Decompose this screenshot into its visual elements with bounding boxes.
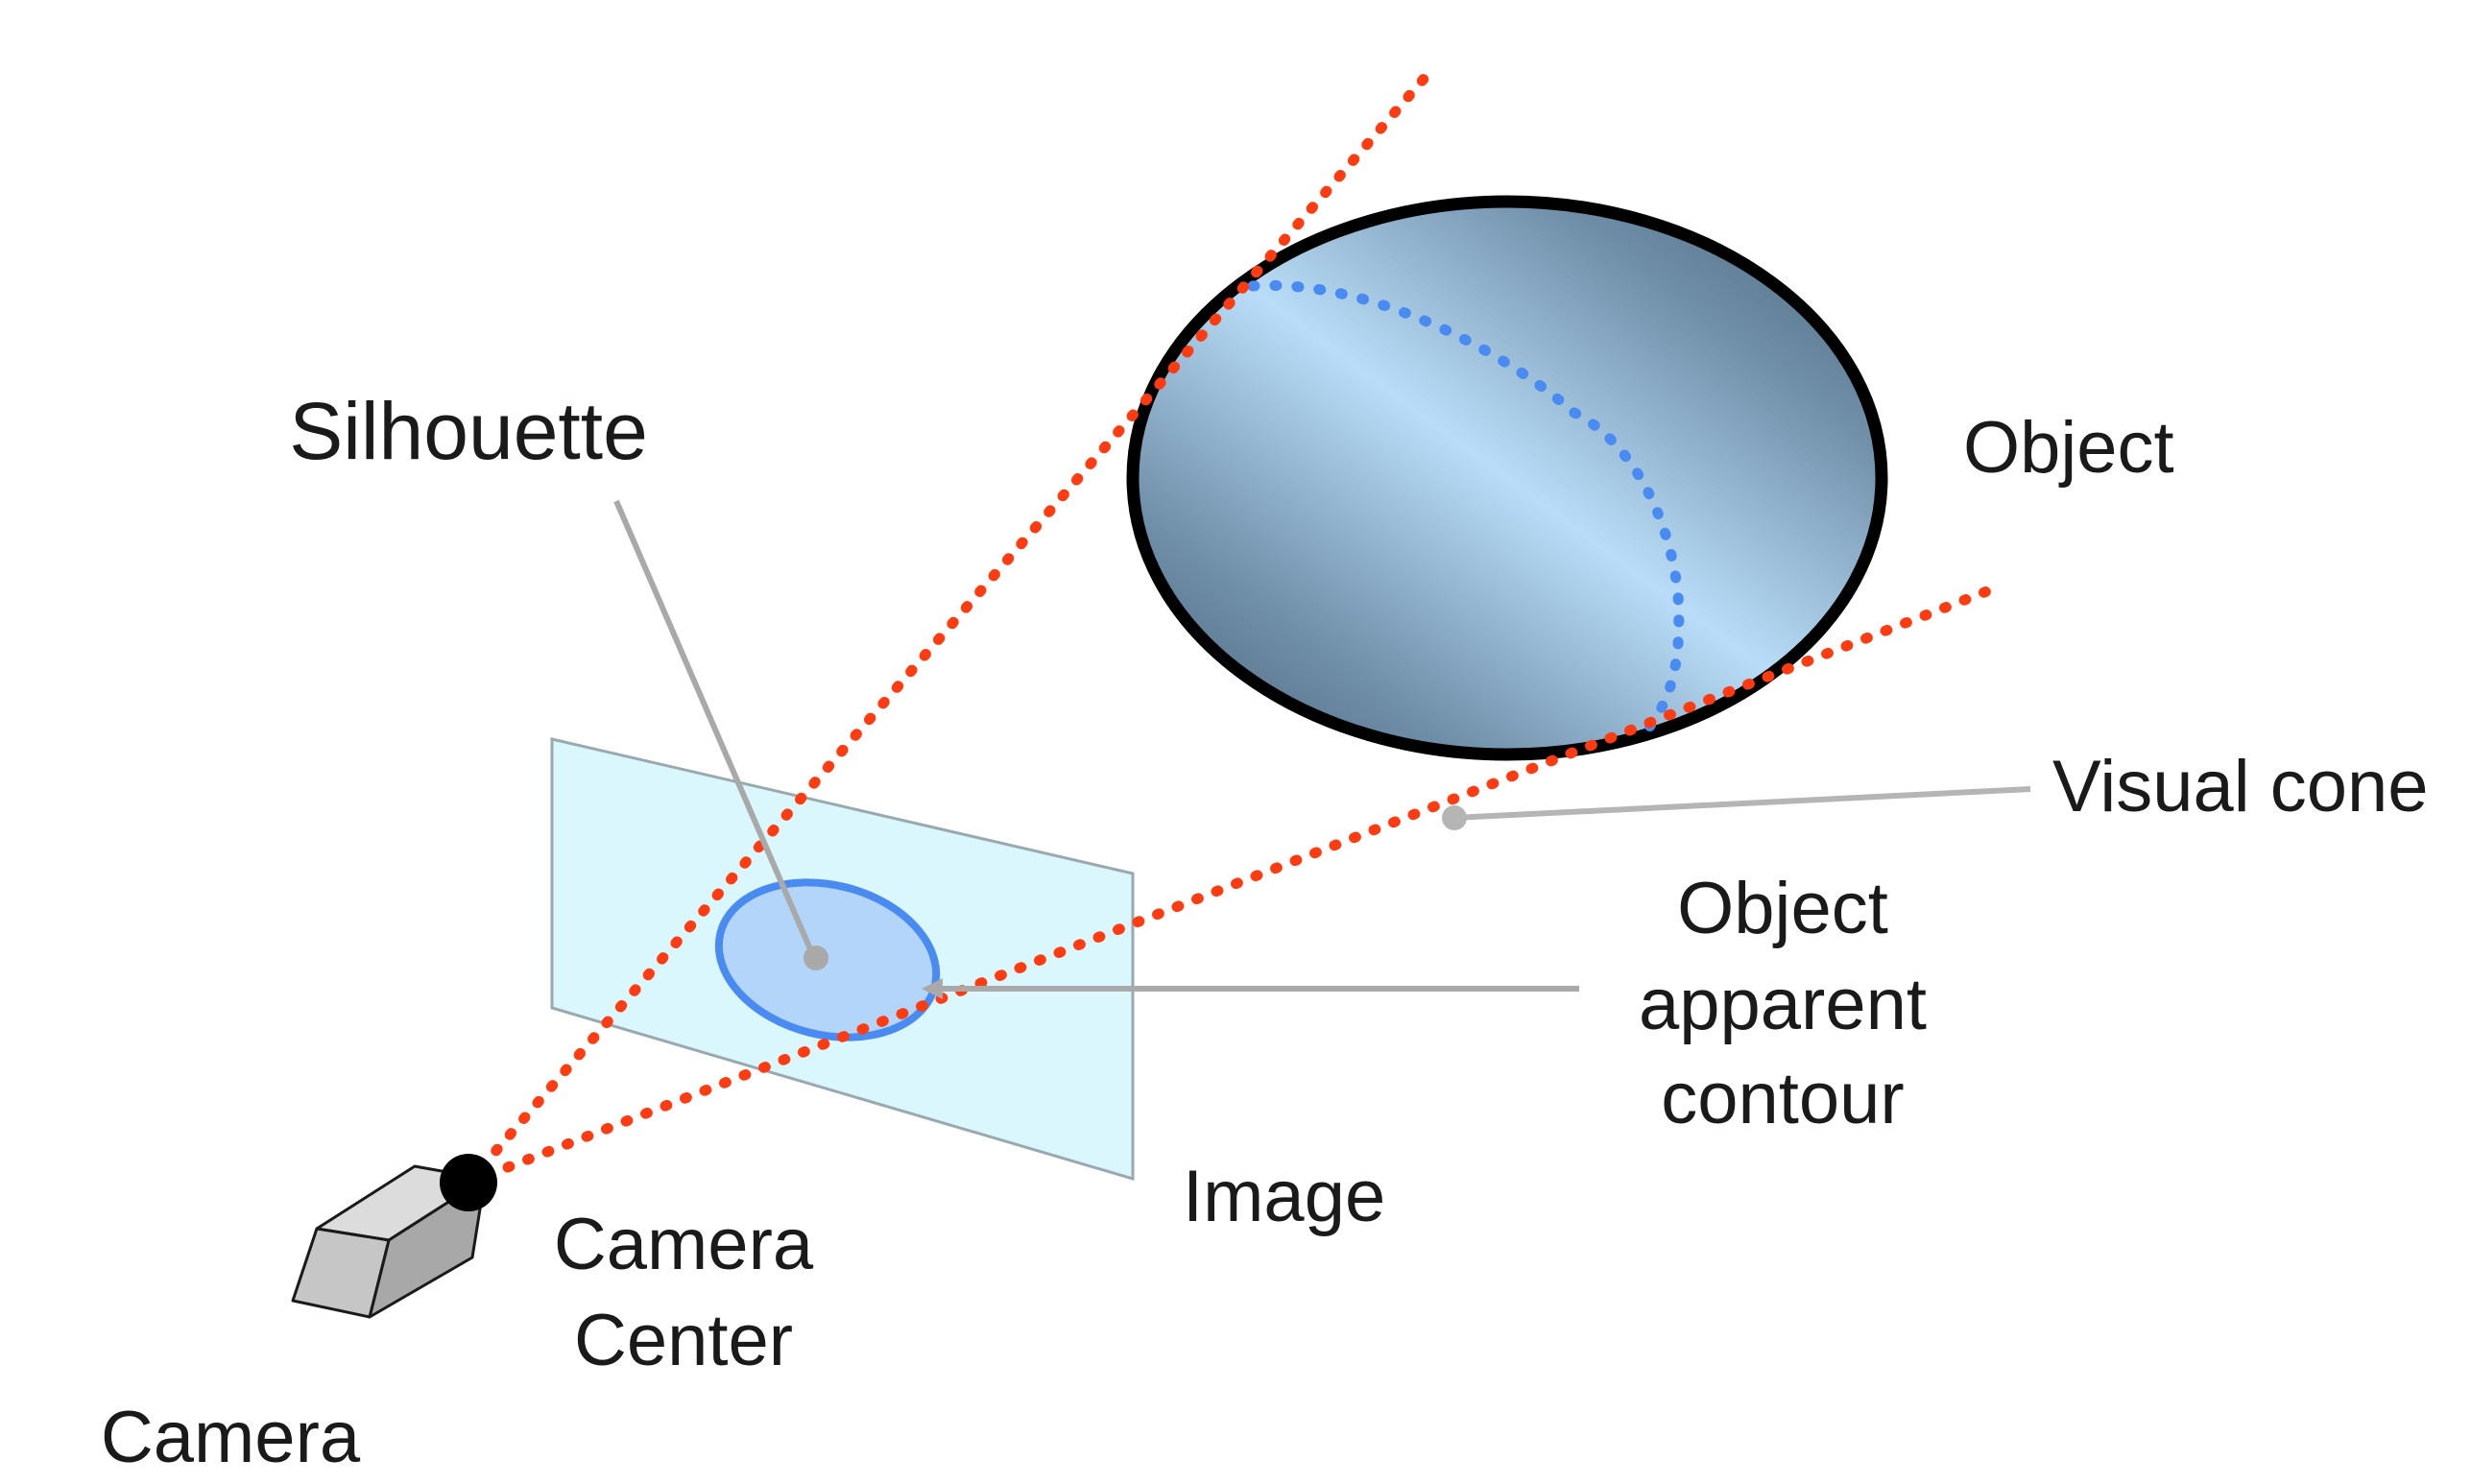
visual-cone-lower-ray xyxy=(463,582,2003,1188)
visual-cone-label: Visual cone xyxy=(2052,746,2429,827)
camera-center-label-line1: Camera xyxy=(554,1204,814,1285)
apparent-contour-label-line3: contour xyxy=(1661,1058,1905,1139)
silhouette-leader-dot xyxy=(804,945,828,970)
image-label: Image xyxy=(1183,1156,1385,1237)
visual-cone-leader-dot xyxy=(1442,805,1467,830)
camera-label: Camera xyxy=(101,1397,361,1478)
apparent-contour-label-line1: Object xyxy=(1677,868,1888,949)
camera-center-dot xyxy=(440,1154,497,1211)
silhouette-label: Silhouette xyxy=(289,386,648,476)
apparent-contour-label-line2: apparent xyxy=(1639,964,1927,1045)
apparent-contour-arrowhead xyxy=(922,978,943,999)
object-ellipsoid xyxy=(1126,195,1888,761)
object-label: Object xyxy=(1963,407,2174,489)
rim-contour xyxy=(1247,279,1685,747)
silhouette-leader-line xyxy=(613,499,817,960)
visual-cone-leader-line xyxy=(1453,786,2031,821)
camera-center-label-line2: Center xyxy=(574,1300,793,1381)
